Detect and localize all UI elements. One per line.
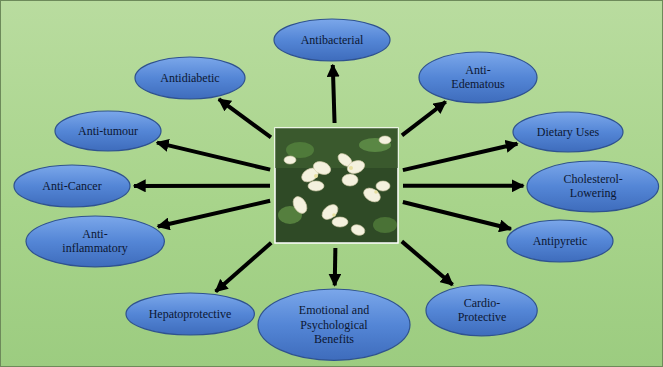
arrow <box>402 241 453 284</box>
arrow <box>403 202 511 229</box>
arrow <box>333 248 338 285</box>
benefit-ellipse: Anti- Edematous <box>418 51 538 104</box>
arrow <box>219 99 271 137</box>
arrow <box>157 143 270 170</box>
benefit-label: Anti- inflammatory <box>50 227 140 256</box>
benefit-label: Antidiabetic <box>160 71 219 85</box>
benefit-ellipse: Emotional and Psychological Benefits <box>257 288 411 361</box>
benefit-label: Anti- Edematous <box>441 63 516 92</box>
benefit-label: Cholesterol- Lowering <box>551 172 636 201</box>
benefit-label: Cardio- Protective <box>447 296 517 325</box>
flower-photo <box>275 128 398 243</box>
benefit-ellipse: Anti-Cancer <box>13 164 131 208</box>
benefit-label: Dietary Uses <box>537 125 599 139</box>
benefit-ellipse: Anti-tumour <box>54 110 162 152</box>
benefit-label: Anti-Cancer <box>42 179 101 193</box>
arrow <box>403 144 518 170</box>
arrow <box>403 184 523 188</box>
arrow <box>216 243 272 292</box>
benefit-ellipse: Antidiabetic <box>134 56 246 100</box>
arrow <box>333 65 335 123</box>
arrow <box>134 184 270 188</box>
benefit-label: Anti-tumour <box>78 124 138 138</box>
benefit-ellipse: Cardio- Protective <box>425 284 538 337</box>
benefit-label: Antipyretic <box>533 234 588 248</box>
benefit-label: Emotional and Psychological Benefits <box>284 303 384 346</box>
benefit-label: Antibacterial <box>301 33 364 47</box>
benefit-ellipse: Anti- inflammatory <box>25 215 165 268</box>
benefit-ellipse: Antipyretic <box>506 219 614 263</box>
benefit-ellipse: Hepatoprotective <box>125 292 255 336</box>
benefit-ellipse: Antibacterial <box>273 18 391 62</box>
benefit-label: Hepatoprotective <box>149 307 232 321</box>
arrow <box>402 102 446 136</box>
benefit-ellipse: Dietary Uses <box>512 111 624 153</box>
arrow <box>158 201 270 227</box>
benefit-ellipse: Cholesterol- Lowering <box>526 160 660 213</box>
